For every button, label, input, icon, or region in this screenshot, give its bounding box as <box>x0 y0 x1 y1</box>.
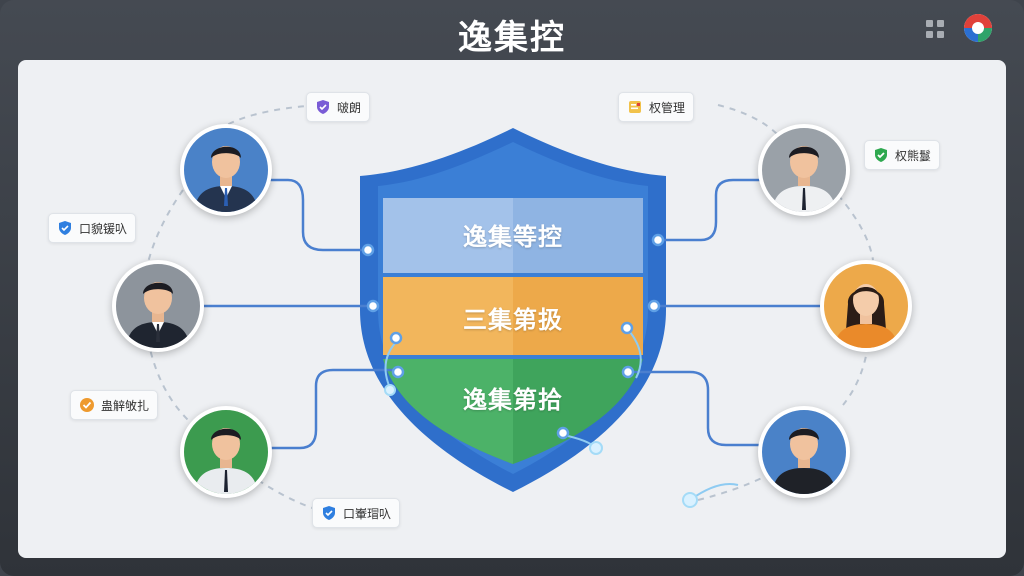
tag-label: 口輋瑁叺 <box>343 506 392 521</box>
person-avatar[interactable] <box>758 124 850 216</box>
person-woman-icon <box>834 284 898 348</box>
check-orange-icon <box>80 398 94 412</box>
person-shirt-icon <box>194 428 258 494</box>
grid-icon[interactable] <box>926 20 946 40</box>
person-avatar[interactable] <box>180 406 272 498</box>
diagram-canvas: 逸集等控 三集第扱 逸集第拾 啵朗 口貌锾叺 蛊觪敂扎 口輋瑁叺 权管理 权熊鬘 <box>18 60 1006 558</box>
document-icon <box>629 101 641 113</box>
tag-chip[interactable]: 权管理 <box>618 92 695 122</box>
tag-chip[interactable]: 口輋瑁叺 <box>312 498 401 528</box>
app-title: 逸集控 <box>458 18 566 58</box>
tag-label: 蛊觪敂扎 <box>101 398 150 413</box>
shield-blue-icon <box>59 221 71 235</box>
shield-blue-icon <box>323 506 335 520</box>
check-green-icon <box>875 148 887 162</box>
shield-band-label-bottom: 逸集第拾 <box>463 386 563 414</box>
tag-chip[interactable]: 蛊觪敂扎 <box>70 390 159 420</box>
tag-label: 权熊鬘 <box>895 148 932 163</box>
tag-chip[interactable]: 口貌锾叺 <box>48 213 137 243</box>
person-avatar[interactable] <box>180 124 272 216</box>
tag-chip[interactable]: 权熊鬘 <box>864 140 941 170</box>
connector-layer <box>142 104 874 511</box>
shield-band-label-top: 逸集等控 <box>463 223 563 251</box>
person-suit-icon <box>194 146 258 212</box>
person-avatar[interactable] <box>820 260 912 352</box>
person-suit-icon <box>126 282 190 348</box>
title-bar: 逸集控 <box>0 0 1024 60</box>
tag-chip[interactable]: 啵朗 <box>306 92 371 122</box>
person-avatar[interactable] <box>112 260 204 352</box>
person-avatar[interactable] <box>758 406 850 498</box>
tag-label: 口貌锾叺 <box>79 221 128 236</box>
app-logo-icon[interactable] <box>962 12 994 44</box>
shield-band-label-middle: 三集第扱 <box>463 306 563 334</box>
tag-label: 啵朗 <box>337 100 362 115</box>
tag-label: 权管理 <box>649 100 686 115</box>
shield-purple-icon <box>317 100 329 114</box>
person-casual-icon <box>772 428 836 494</box>
person-shirt-icon <box>772 146 836 212</box>
